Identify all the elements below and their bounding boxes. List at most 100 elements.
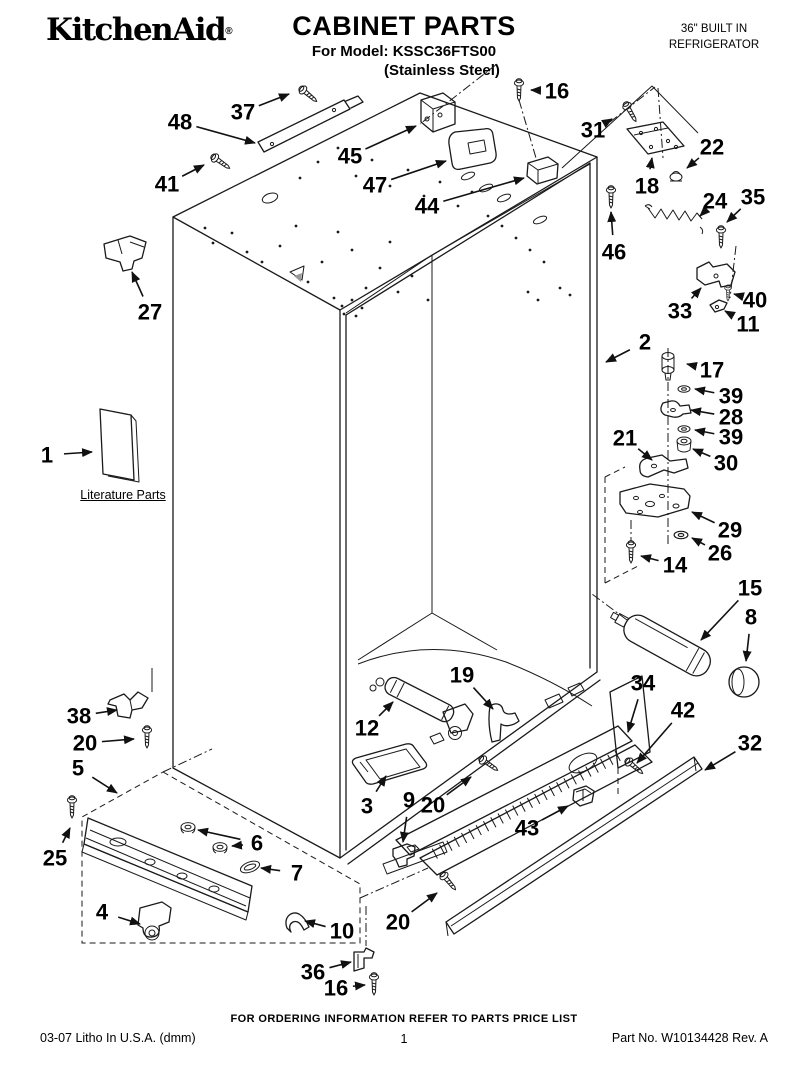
svg-text:43: 43 (515, 816, 539, 841)
svg-text:4: 4 (96, 900, 109, 925)
svg-text:46: 46 (602, 240, 626, 265)
callout-39: 39 (694, 425, 743, 450)
callout-47: 47 (363, 159, 447, 198)
part-19-bracket (488, 703, 520, 743)
callout-16: 16 (324, 976, 366, 1001)
svg-text:36: 36 (301, 960, 325, 985)
svg-text:30: 30 (714, 451, 738, 476)
part-34-support-panel (382, 675, 651, 875)
svg-text:26: 26 (708, 541, 732, 566)
svg-text:38: 38 (67, 704, 91, 729)
svg-text:20: 20 (421, 793, 445, 818)
svg-text:18: 18 (635, 174, 659, 199)
part-11-clip (709, 299, 728, 313)
svg-text:39: 39 (719, 384, 743, 409)
part-29-hinge-plate-bottom (619, 483, 691, 518)
callout-38: 38 (67, 704, 118, 729)
callout-8: 8 (742, 605, 757, 662)
callout-1: 1 (41, 443, 93, 468)
callout-14: 14 (640, 553, 688, 578)
part-46-screw (605, 185, 617, 209)
callout-20: 20 (73, 731, 135, 756)
part-18-hinge-plate (626, 121, 685, 155)
callout-37: 37 (231, 93, 290, 125)
part-41-screw (208, 151, 233, 173)
svg-text:12: 12 (355, 716, 379, 741)
callout-21: 21 (613, 426, 653, 461)
callout-35: 35 (726, 185, 765, 223)
svg-text:7: 7 (291, 861, 303, 886)
svg-text:31: 31 (581, 118, 605, 143)
part-28-cam (660, 400, 692, 418)
part-45-cover-box (420, 92, 456, 133)
literature-parts-label: Literature Parts (80, 488, 166, 502)
part-6-grommet-b (212, 842, 228, 854)
svg-text:22: 22 (700, 135, 724, 160)
callout-30: 30 (692, 448, 738, 476)
part-27-clip (103, 235, 147, 272)
finish-subtitle: (Stainless Steel) (384, 62, 500, 79)
part-37-screw (296, 83, 321, 106)
svg-text:45: 45 (338, 144, 362, 169)
part-3-drain-pan (351, 743, 428, 785)
part-10-hook (285, 912, 310, 933)
part-20-screw-left (141, 725, 153, 749)
part-7-gasket (239, 860, 261, 874)
part-30-bushing (676, 436, 692, 453)
callout-25: 25 (43, 827, 71, 871)
svg-text:8: 8 (745, 605, 757, 630)
svg-text:32: 32 (738, 731, 762, 756)
callout-27: 27 (131, 271, 162, 325)
alignment-lines (81, 63, 737, 946)
callout-11: 11 (724, 310, 760, 337)
callout-12: 12 (355, 701, 394, 741)
callout-29: 29 (691, 511, 742, 543)
callout-17: 17 (686, 358, 724, 383)
part-26-washer (673, 530, 689, 540)
svg-text:33: 33 (668, 299, 692, 324)
callout-24: 24 (699, 189, 728, 217)
callout-46: 46 (602, 211, 626, 265)
svg-text:48: 48 (168, 110, 192, 135)
callout-7: 7 (260, 861, 303, 886)
svg-text:44: 44 (415, 194, 440, 219)
callout-20: 20 (386, 892, 438, 935)
svg-text:20: 20 (73, 731, 97, 756)
callout-28: 28 (690, 405, 743, 430)
part-22-push-nut (669, 171, 683, 182)
callout-45: 45 (338, 125, 417, 169)
svg-text:3: 3 (361, 794, 373, 819)
svg-text:20: 20 (386, 910, 410, 935)
part-39-washer-lower (677, 425, 691, 433)
callout-10: 10 (304, 919, 354, 944)
callout-9: 9 (399, 788, 415, 843)
cabinet-outline (172, 92, 601, 865)
part-48-rail-plate (257, 95, 364, 153)
svg-text:16: 16 (545, 79, 569, 104)
callout-48: 48 (168, 110, 256, 145)
svg-text:5: 5 (72, 756, 84, 781)
svg-text:40: 40 (743, 288, 767, 313)
svg-text:29: 29 (718, 518, 742, 543)
svg-text:17: 17 (700, 358, 724, 383)
part-35-screw (715, 225, 727, 249)
brand-text: KitchenAid (46, 12, 227, 48)
kitchenaid-logo: KitchenAid® (46, 12, 233, 48)
part-38-clip (107, 691, 149, 719)
page-number: 1 (400, 1032, 408, 1046)
callout-15: 15 (700, 576, 762, 641)
part-43-grille (419, 744, 653, 876)
callout-20: 20 (421, 776, 472, 818)
part-47-bracket-plate (448, 127, 497, 171)
header-right-block: 36" BUILT IN REFRIGERATOR (669, 22, 759, 53)
part-36-clip (353, 947, 375, 972)
callout-19: 19 (450, 663, 494, 710)
callout-18: 18 (635, 157, 659, 199)
registered-mark: ® (225, 26, 232, 37)
part-33-bracket (696, 261, 736, 288)
callout-32: 32 (704, 731, 762, 771)
svg-text:41: 41 (155, 172, 179, 197)
callout-2: 2 (605, 330, 651, 363)
callout-layer: 1234567891011121415161617181920202021222… (41, 79, 767, 1001)
